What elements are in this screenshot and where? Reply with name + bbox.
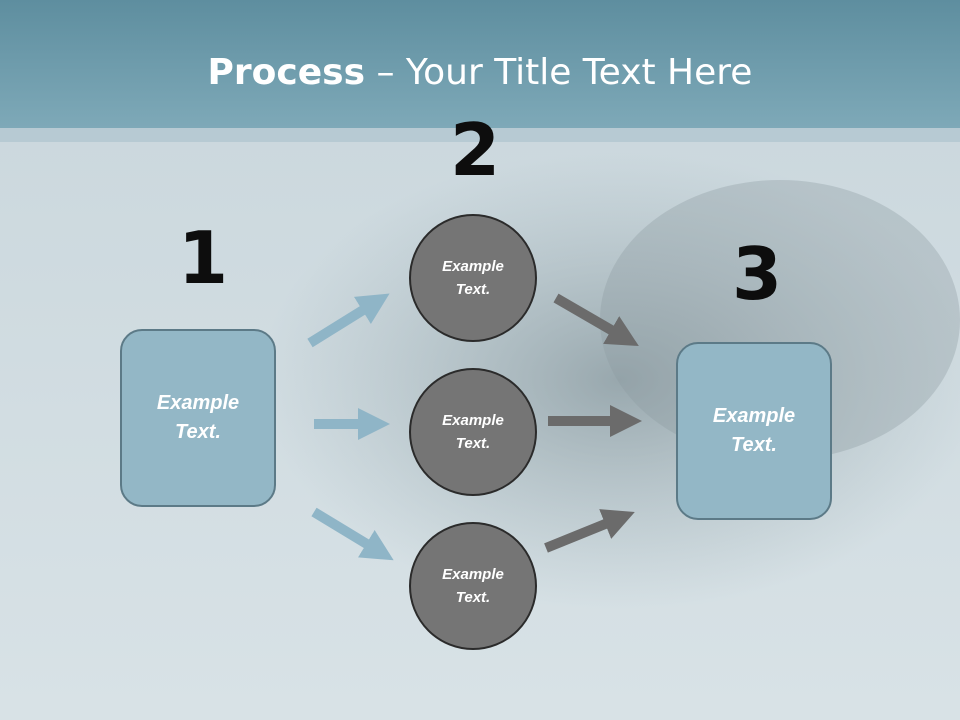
circle-middle-line1: Example [442, 412, 504, 429]
title-bold: Process [207, 52, 366, 93]
step-3-box: Example Text. [676, 342, 832, 520]
step-number-3: 3 [732, 232, 783, 316]
step-number-2: 2 [450, 108, 501, 192]
arrow-bottom-to-3 [544, 509, 635, 553]
slide-title: Process – Your Title Text Here [0, 52, 960, 93]
step-3-label-line2: Text. [731, 434, 777, 456]
circle-top-line1: Example [442, 258, 504, 275]
step-1-label-line1: Example [156, 392, 240, 414]
step-1-box: Example Text. [120, 329, 276, 507]
step-2-circle-middle: Example Text. [409, 368, 537, 496]
title-rest: – Your Title Text Here [365, 52, 753, 93]
arrow-1-to-top [307, 293, 390, 348]
step-1-label-line2: Text. [175, 421, 221, 443]
circle-top-line2: Text. [455, 281, 491, 298]
circle-middle-line2: Text. [455, 435, 491, 452]
step-3-label-line1: Example [712, 405, 796, 427]
step-number-1: 1 [178, 216, 229, 300]
circle-bottom-line1: Example [442, 566, 504, 583]
arrow-top-to-3 [553, 293, 639, 347]
step-2-circle-top: Example Text. [409, 214, 537, 342]
step-2-circle-bottom: Example Text. [409, 522, 537, 650]
arrow-1-to-bottom [311, 507, 394, 561]
circle-bottom-line2: Text. [455, 589, 491, 606]
